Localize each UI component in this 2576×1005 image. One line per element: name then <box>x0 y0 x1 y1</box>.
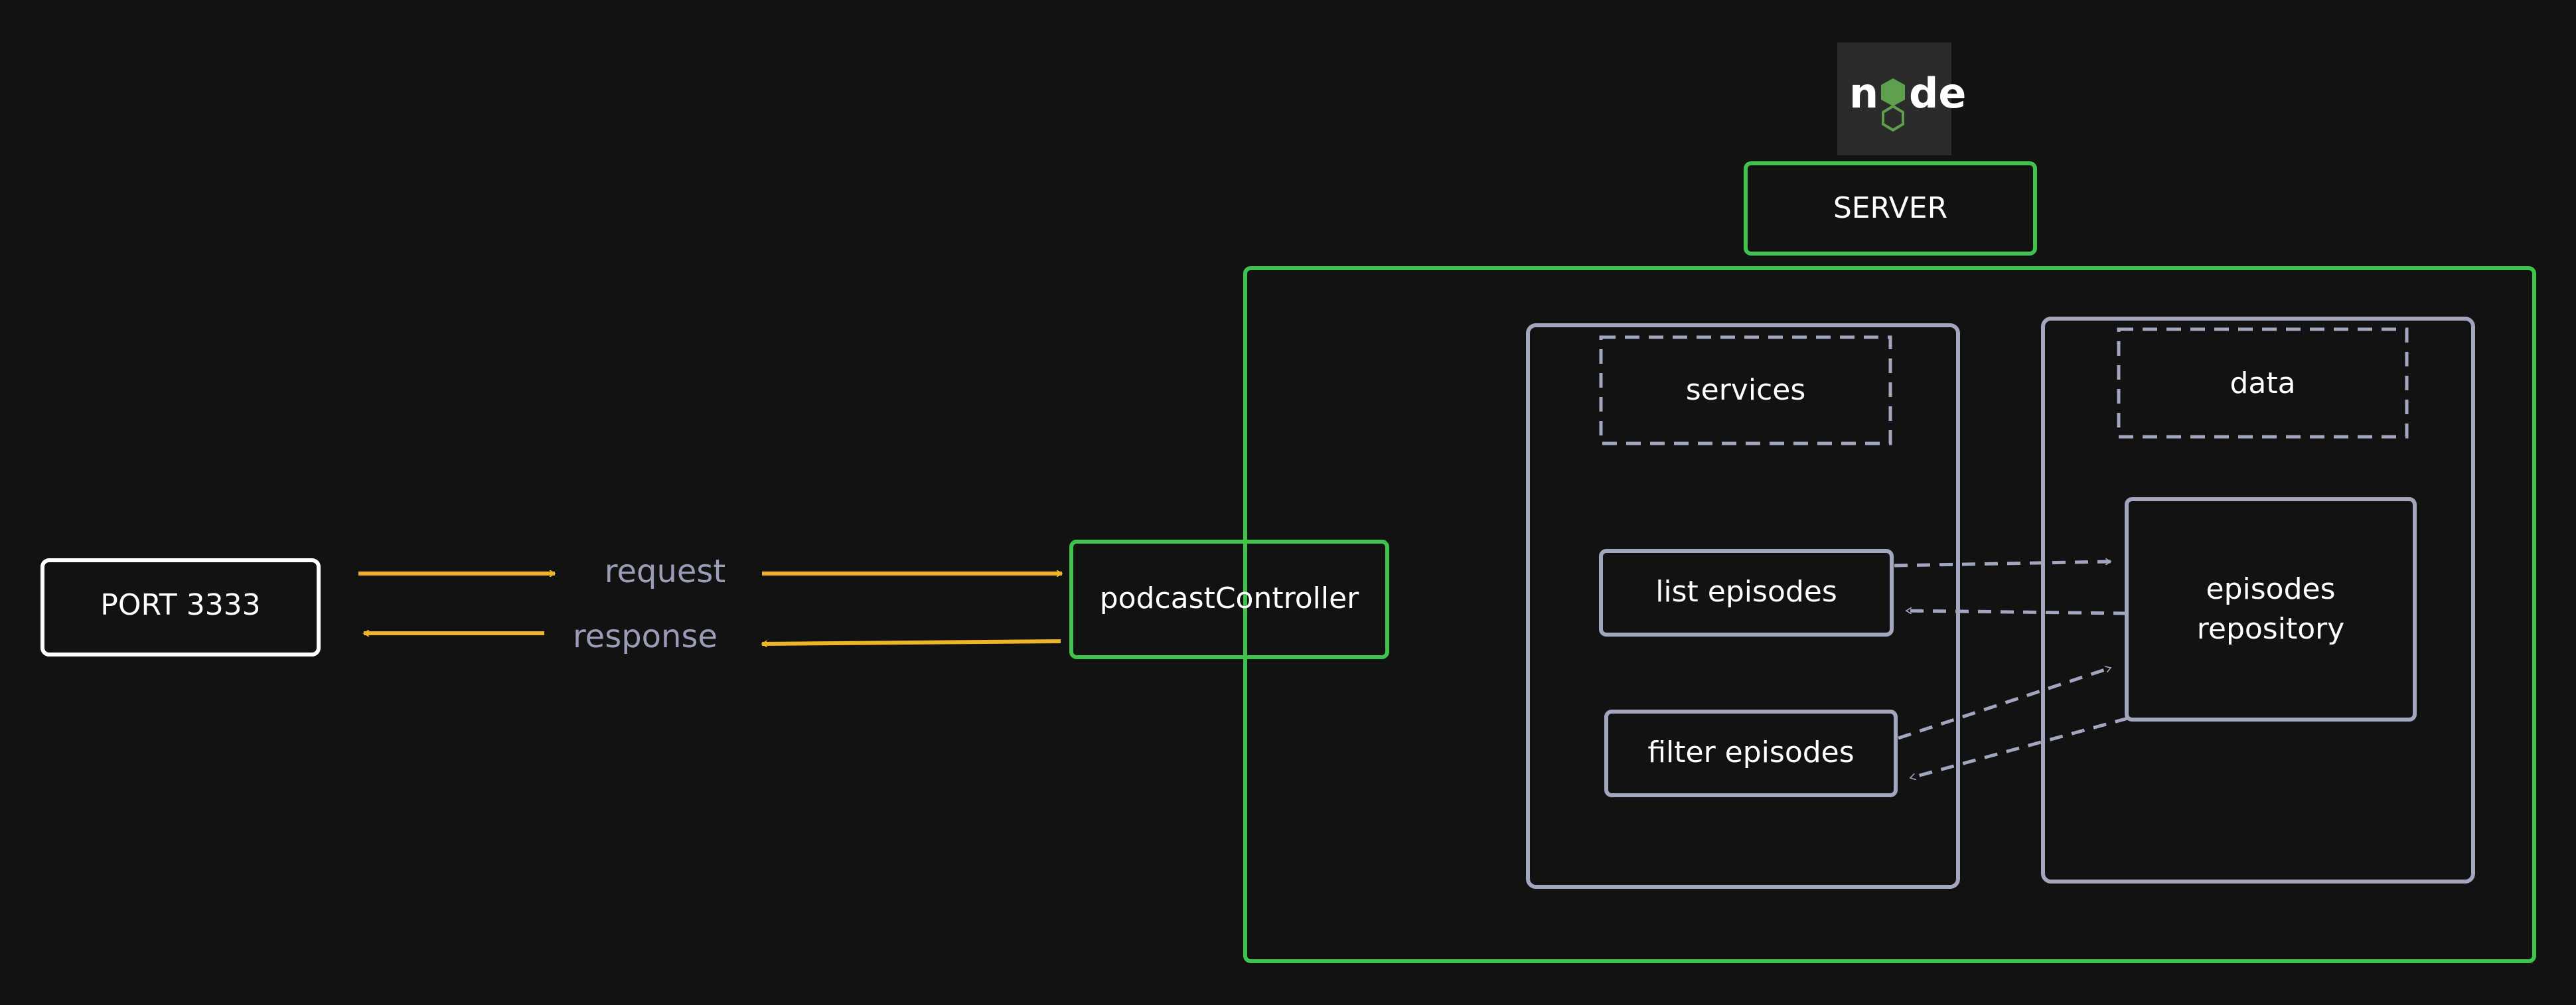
port-box <box>40 558 321 657</box>
list-episodes-label: list episodes <box>1655 575 1837 609</box>
episodes-repository-label-line1: episodes <box>2206 572 2336 606</box>
port-label: PORT 3333 <box>100 588 260 622</box>
logo-letter-n1: n <box>1849 69 1878 117</box>
response-label: response <box>573 618 718 655</box>
episodes-repository-box <box>2125 497 2417 722</box>
logo-js-hexagon <box>1882 104 1904 132</box>
services-header-box <box>1599 335 1892 445</box>
services-label: services <box>1686 373 1806 407</box>
episodes-repository-label-line2: repository <box>2197 612 2345 646</box>
data-label: data <box>2230 366 2295 400</box>
logo-hexagon-o <box>1881 78 1905 106</box>
repository-to-list-arrow <box>1906 611 2127 615</box>
server-label-box <box>1744 161 2037 256</box>
podcast-controller-box <box>1069 540 1389 659</box>
data-column <box>2041 317 2475 884</box>
list-episodes-box <box>1599 549 1894 637</box>
response-arrow-right-segment <box>762 639 1061 644</box>
server-label: SERVER <box>1833 191 1947 225</box>
filter-episodes-box <box>1604 710 1898 797</box>
request-label: request <box>605 553 725 590</box>
logo-letter-de: de <box>1909 69 1966 117</box>
filter-to-repository-arrow <box>1898 668 2111 740</box>
podcast-controller-label: podcastController <box>1100 581 1359 615</box>
filter-episodes-label: filter episodes <box>1647 735 1854 769</box>
repository-to-filter-arrow <box>1910 716 2129 778</box>
services-column <box>1526 323 1960 889</box>
nodejs-logo: n de <box>1837 42 1966 155</box>
server-container <box>1243 266 2536 963</box>
list-to-repository-arrow <box>1894 562 2111 568</box>
nodejs-icon: n de <box>1849 69 1966 132</box>
data-header-box <box>2117 327 2409 439</box>
